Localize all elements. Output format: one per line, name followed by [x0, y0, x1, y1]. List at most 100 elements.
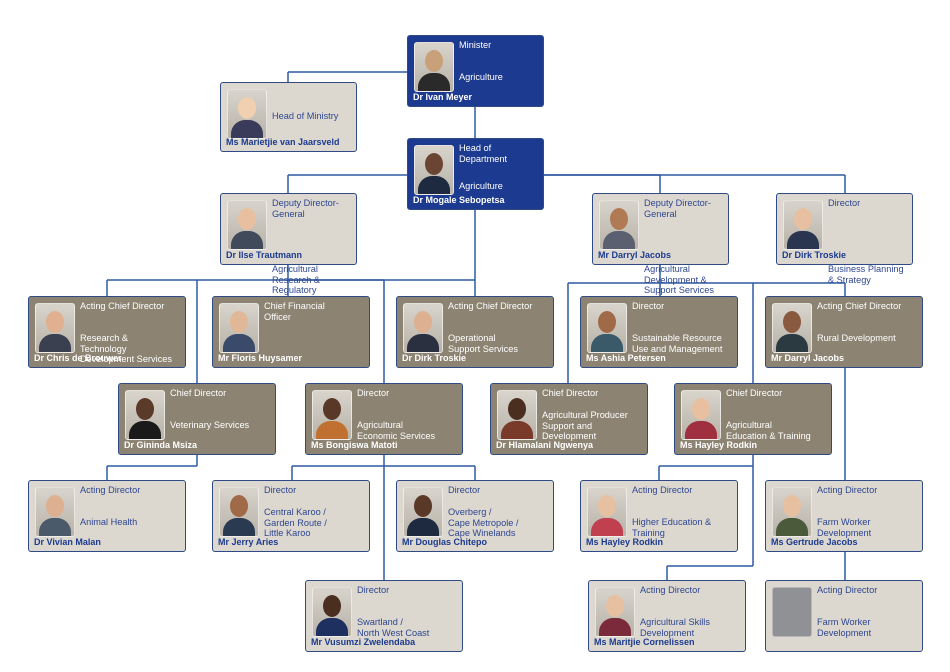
portrait-head [323, 595, 341, 617]
card-role: Acting Director [817, 485, 878, 495]
portrait-photo [772, 303, 812, 353]
portrait-photo [414, 145, 454, 195]
card-name: Ms Gertrude Jacobs [771, 537, 858, 547]
portrait-photo [125, 390, 165, 440]
portrait-head [783, 311, 801, 333]
card-name: Dr Dirk Troskie [782, 250, 847, 260]
portrait-photo [681, 390, 721, 440]
portrait-head [425, 153, 443, 175]
portrait-body [501, 421, 533, 439]
card-role: Acting Director [640, 585, 701, 595]
portrait-photo [599, 200, 639, 250]
portrait-head [598, 495, 616, 517]
portrait-body [407, 334, 439, 352]
portrait-body [231, 120, 263, 138]
card-role: Director [828, 198, 861, 208]
card-name: Mr Jerry Aries [218, 537, 279, 547]
portrait-head [794, 208, 812, 230]
card-name: Dr Hlamalani Ngwenya [496, 440, 594, 450]
card-role: Director [448, 485, 481, 495]
card-department: Central Karoo / Garden Route / Little Ka… [264, 507, 327, 538]
card-department: Agricultural Development & Support Servi… [644, 264, 714, 295]
card-role: Acting Chief Director [80, 301, 165, 311]
portrait-body [129, 421, 161, 439]
portrait-body [39, 334, 71, 352]
card-role: Acting Chief Director [448, 301, 533, 311]
portrait-photo [312, 390, 352, 440]
card-department: Agricultural Skills Development [640, 617, 710, 638]
portrait-body [591, 518, 623, 536]
card-role: Director [357, 388, 390, 398]
card-role: Chief Financial Officer [264, 301, 325, 322]
card-department: Sustainable Resource Use and Management [632, 333, 723, 354]
card-role: Director [264, 485, 297, 495]
card-role: Acting Director [817, 585, 878, 595]
card-role: Minister [459, 40, 492, 50]
portrait-head [598, 311, 616, 333]
portrait-head [46, 311, 64, 333]
portrait-head [783, 495, 801, 517]
portrait-body [39, 518, 71, 536]
portrait-body [591, 334, 623, 352]
card-name: Dr Vivian Malan [34, 537, 101, 547]
card-department: Agricultural Producer Support and Develo… [542, 410, 628, 441]
card-department: Overberg / Cape Metropole / Cape Winelan… [448, 507, 519, 538]
portrait-head [414, 495, 432, 517]
portrait-photo [312, 587, 352, 637]
card-department: Operational Support Services [448, 333, 518, 354]
card-role: Acting Chief Director [817, 301, 902, 311]
card-department: Agriculture [459, 181, 503, 191]
card-role: Director [357, 585, 390, 595]
card-name: Dr Ilse Trautmann [226, 250, 303, 260]
card-department: Research & Technology Development Servic… [80, 333, 172, 364]
card-role: Head of Department [459, 143, 508, 164]
portrait-photo [35, 303, 75, 353]
card-role: Chief Director [542, 388, 599, 398]
card-name: Ms Bongiswa Matoti [311, 440, 398, 450]
card-role: Acting Director [80, 485, 141, 495]
card-name: Ms Marietjie van Jaarsveld [226, 137, 340, 147]
card-department: Veterinary Services [170, 420, 250, 430]
card-name: Mr Floris Huysamer [218, 353, 303, 363]
card-department: Business Planning & Strategy [828, 264, 904, 285]
portrait-head [323, 398, 341, 420]
card-name: Ms Hayley Rodkin [586, 537, 664, 547]
card-department: Rural Development [817, 333, 896, 343]
card-name: Mr Darryl Jacobs [771, 353, 845, 363]
portrait-photo [227, 200, 267, 250]
portrait-head [610, 208, 628, 230]
portrait-head [425, 50, 443, 72]
card-name: Ms Hayley Rodkin [680, 440, 758, 450]
portrait-photo [219, 487, 259, 537]
card-department: Farm Worker Development [817, 517, 872, 538]
portrait-photo [403, 487, 443, 537]
card-department: Higher Education & Training [632, 517, 712, 538]
portrait-head [238, 208, 256, 230]
card-department: Swartland / North West Coast [357, 617, 430, 638]
card-name: Dr Dirk Troskie [402, 353, 467, 363]
card-department: Farm Worker Development [817, 617, 872, 638]
org-card-cfo: Chief Financial Officer Mr Floris Huysame… [212, 296, 370, 368]
card-name: Ms Maritjie Cornelissen [594, 637, 695, 647]
portrait-head [230, 495, 248, 517]
portrait-head [692, 398, 710, 420]
portrait-body [776, 518, 808, 536]
portrait-photo [227, 89, 267, 139]
